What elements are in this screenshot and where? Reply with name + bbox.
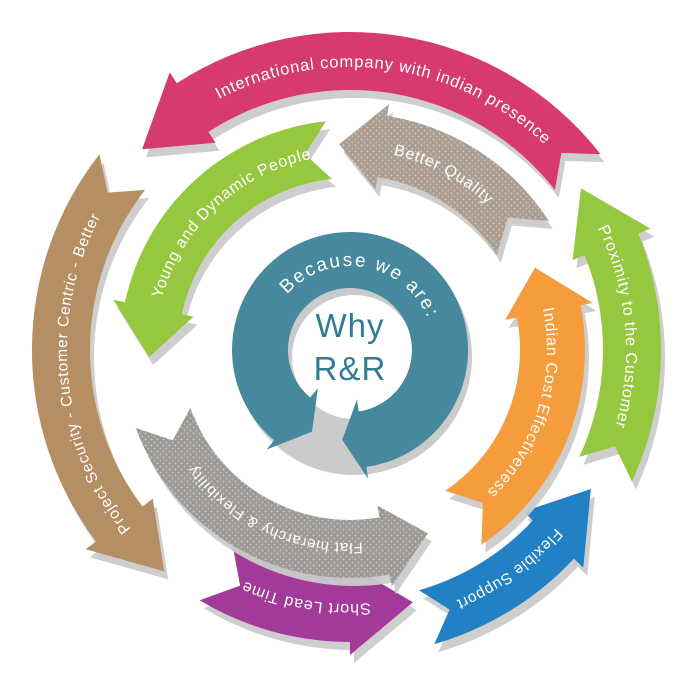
arrow-flexible-body: [418, 489, 591, 645]
arrow-young-body: [113, 121, 332, 357]
arrow-indian-body: [445, 267, 593, 545]
center-badge: Because we are: Why R&R: [232, 231, 472, 479]
arrow-proximity-customer: Proximity to the Customer: [572, 188, 666, 490]
arrow-flath-dots-texture: [135, 408, 428, 587]
center-circular-arrow: [232, 231, 469, 458]
center-title-why: Why: [316, 307, 385, 344]
arrow-project-security: Project Security - Customer Centric - Be…: [31, 154, 169, 580]
arrow-international-body: [142, 31, 601, 190]
arrow-better-dots-texture: [339, 104, 549, 255]
arrow-project-body: [31, 154, 165, 572]
center-title-rr: R&R: [314, 350, 387, 387]
center-circular-arrowhead: [342, 399, 409, 479]
arrow-proximity-body: [572, 188, 662, 482]
arrow-better-quality: Better Quality: [339, 104, 553, 263]
